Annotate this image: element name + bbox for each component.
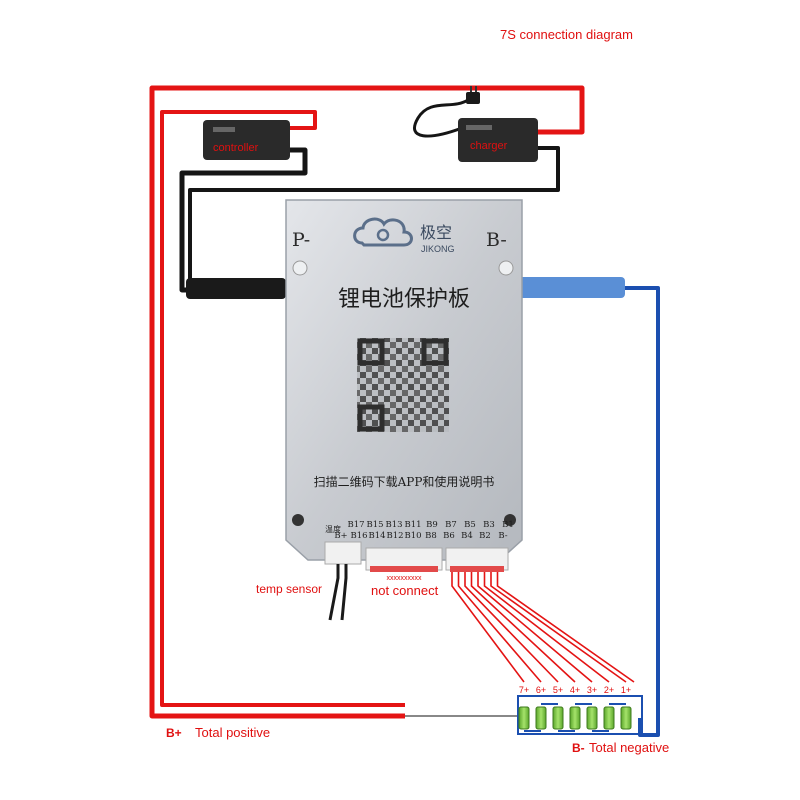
cell-terminal-label: 5+ — [553, 685, 563, 695]
nc-marks: xxxxxxxxxx — [387, 575, 423, 582]
qr-hint-cn: 扫描二维码下载APP和使用说明书 — [314, 474, 495, 489]
pin-label: B10 — [404, 531, 421, 541]
sense-wire — [483, 572, 610, 683]
cell-terminal-label: 6+ — [536, 685, 546, 695]
battery-cell — [569, 706, 581, 730]
pin-label: B17 — [347, 520, 364, 530]
sense-wire — [490, 572, 627, 683]
pin-label: B14 — [368, 531, 385, 541]
b-minus-symbol: B- — [572, 741, 585, 755]
pin-label: B6 — [443, 531, 455, 541]
temp-label-cn: 温度 — [325, 524, 341, 534]
pin-label: B5 — [464, 520, 476, 530]
screw-hole — [504, 514, 516, 526]
pin-label: B7 — [445, 520, 457, 530]
pin-label: B- — [498, 531, 507, 541]
cell-terminal-label: 3+ — [587, 685, 597, 695]
cell-terminal-label: 4+ — [570, 685, 580, 695]
temp-sensor-wire — [328, 564, 340, 621]
blue-wire-bminus — [622, 286, 660, 737]
cell-terminal-label: 1+ — [621, 685, 631, 695]
cell-pack-frame — [517, 695, 643, 735]
cell-terminal-label: 7+ — [519, 685, 529, 695]
pin-label: B4 — [461, 531, 473, 541]
charger-plug-cord — [413, 98, 469, 138]
charger-label: charger — [470, 140, 508, 152]
pin-label: B+ — [334, 531, 347, 541]
temp-sensor-wire — [340, 564, 348, 621]
screw-hole — [292, 260, 308, 276]
black-wire-controller-to-pminus — [179, 147, 308, 293]
pin-label: B9 — [426, 520, 438, 530]
sense-wire — [496, 572, 635, 683]
pin-label: B11 — [404, 520, 421, 530]
screw-hole — [498, 260, 514, 276]
pin-label: B12 — [386, 531, 403, 541]
board-name-cn: 锂电池保护板 — [338, 287, 470, 312]
pin-label: B3 — [483, 520, 495, 530]
not-connect-label: not connect — [371, 583, 439, 598]
screw-hole — [292, 514, 304, 526]
pin-label: B16 — [350, 531, 367, 541]
b-plus-symbol: B+ — [166, 726, 182, 740]
brand-en: JIKONG — [421, 244, 455, 254]
qr-code — [357, 338, 449, 432]
pin-label: B8 — [425, 531, 437, 541]
sense-wire — [477, 572, 593, 683]
balance-sense-wires — [451, 572, 635, 683]
temp-connector — [324, 541, 362, 565]
cell-pack: 7+ 6+ 5+ 4+ 3+ 2+ 1+ — [518, 685, 632, 732]
b-minus-cable — [515, 277, 625, 298]
battery-cell — [586, 706, 598, 730]
charger-box: charger — [458, 118, 538, 162]
controller-label: controller — [213, 142, 259, 154]
sense-wire — [451, 572, 525, 683]
red-wire-charger-to-bplus — [149, 85, 585, 719]
ac-plug-icon — [466, 86, 480, 104]
battery-cell — [552, 706, 564, 730]
diagram-title: 7S connection diagram — [500, 27, 633, 42]
battery-cell — [535, 706, 547, 730]
controller-box: controller — [203, 120, 290, 160]
temp-sensor-label: temp sensor — [256, 582, 322, 596]
sense-wire — [457, 572, 542, 683]
p-minus-label: P- — [292, 229, 310, 251]
battery-cell — [620, 706, 632, 730]
sense-wire — [464, 572, 559, 683]
red-wire-controller-to-bplus — [160, 110, 405, 707]
black-wire-charger-to-pminus — [188, 146, 560, 280]
jikong-cloud-icon — [353, 217, 413, 247]
b-minus-label: B- — [486, 229, 507, 251]
total-negative-label: Total negative — [589, 740, 669, 755]
battery-cell — [518, 706, 530, 730]
pin-label: B15 — [366, 520, 383, 530]
battery-cell — [603, 706, 615, 730]
sense-wire — [470, 572, 576, 683]
pin-label: B1 — [502, 520, 514, 530]
pin-label: B13 — [385, 520, 402, 530]
cell-terminal-label: 2+ — [604, 685, 614, 695]
brand-cn: 极空 — [420, 223, 452, 242]
total-positive-label: Total positive — [195, 725, 270, 740]
p-minus-cable — [186, 278, 286, 299]
pin-label: B2 — [479, 531, 491, 541]
